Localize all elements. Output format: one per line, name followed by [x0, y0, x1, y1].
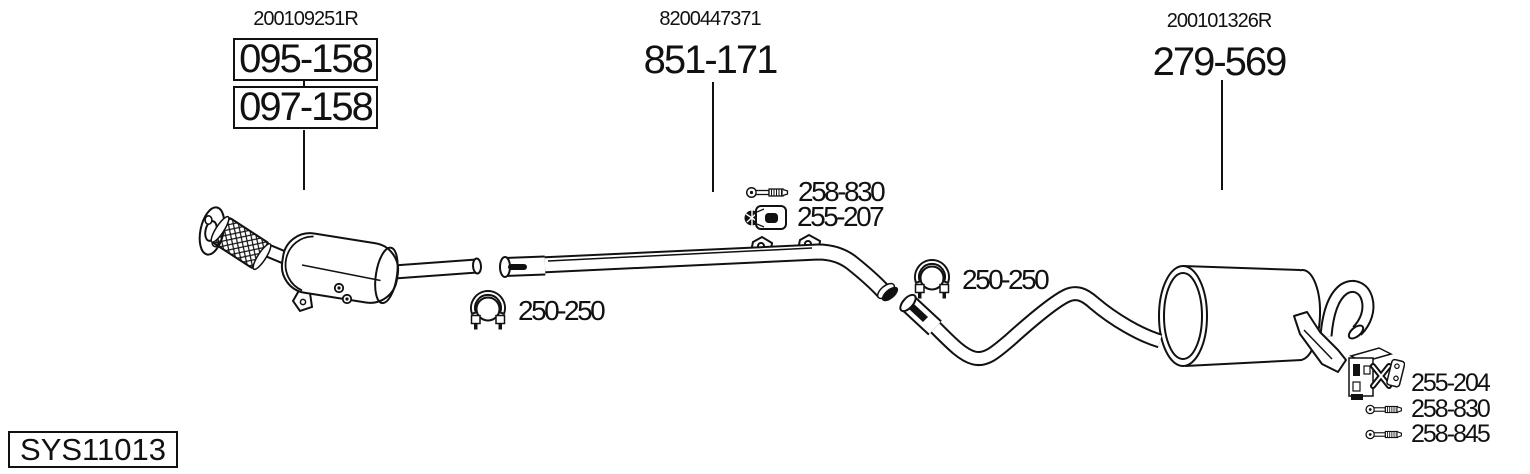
system-code-box: SYS11013 — [8, 431, 178, 468]
oe-reference-rear: 200101326R — [1166, 10, 1273, 32]
middle-assembly-labels: 8200447371 851-171 — [640, 8, 780, 83]
flex-braid — [210, 215, 272, 271]
rear-assembly-labels: 200101326R 279-569 — [1148, 10, 1290, 85]
bolt-icon — [746, 186, 789, 198]
oe-reference-middle: 8200447371 — [659, 8, 761, 30]
part-number-label: 250-250 — [518, 295, 606, 326]
catalyst-body — [280, 232, 400, 305]
part-number-label-255-204: 255-204 — [1411, 369, 1491, 397]
bolt-icon — [1365, 404, 1402, 415]
callout-bolt-rear-1: 258-830 — [1365, 395, 1491, 424]
callout-bolt-rear-2: 258-845 — [1365, 420, 1491, 449]
part-number-label: 258-830 — [798, 176, 886, 207]
leader-lines — [303, 80, 1223, 192]
part-number-box-095-158: 095-158 — [233, 38, 378, 81]
muffler-hanger-bracket — [1293, 311, 1347, 373]
part-number-279-569: 279-569 — [1152, 40, 1288, 84]
pipe-clamp-icon — [470, 290, 506, 330]
callout-clamp-rear: 250-250 — [910, 257, 1050, 303]
part-number-box-097-158: 097-158 — [233, 86, 378, 129]
front-pipe-catalyst-drawing — [198, 206, 483, 313]
part-number-label: 250-250 — [962, 264, 1050, 295]
bolt-icon — [1365, 429, 1402, 440]
muffler-body — [1158, 265, 1322, 367]
mount-assembly-icon — [1348, 347, 1405, 400]
oe-reference-front: 200109251R — [253, 8, 359, 30]
callout-rubber-hanger-middle: 255-207 — [744, 201, 885, 233]
part-number-label: 258-830 — [1411, 395, 1491, 423]
callout-bolt-middle: 258-830 — [746, 176, 886, 208]
front-assembly-labels: 200109251R 095-158 097-158 — [233, 8, 378, 130]
part-number-label: 258-845 — [1411, 420, 1491, 448]
rear-silencer-drawing — [899, 265, 1375, 373]
callout-clamp-front: 250-250 — [466, 288, 606, 334]
centre-pipe-drawing — [499, 233, 899, 302]
rubber-hanger-icon — [744, 204, 787, 230]
pipe-clamp-icon — [914, 259, 950, 299]
part-number-851-171: 851-171 — [643, 38, 779, 82]
part-number-label: 255-207 — [797, 201, 885, 232]
